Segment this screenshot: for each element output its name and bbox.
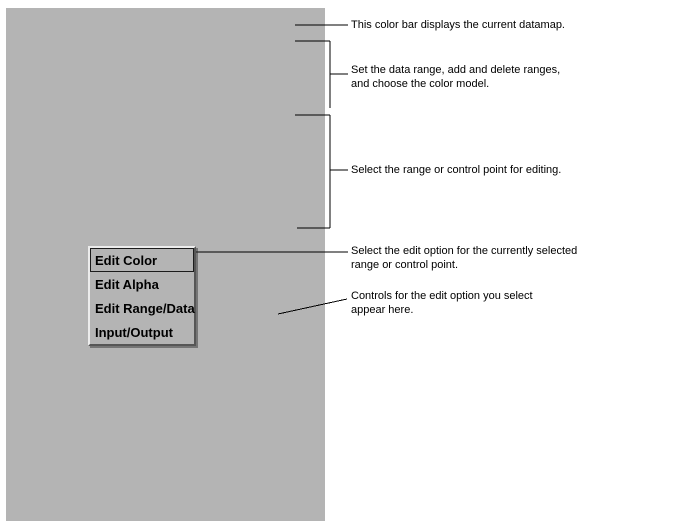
annotation-line: Select the range or control point for ed…	[351, 164, 562, 176]
menu-item-edit-color[interactable]: Edit Color	[90, 248, 194, 272]
annotation-select-range: Select the range or control point for ed…	[351, 163, 561, 177]
annotation-line: appear here.	[351, 304, 414, 316]
menu-item-label: Edit Color	[95, 252, 158, 268]
menu-item-label: Edit Alpha	[95, 276, 159, 292]
annotation-line: Set the data range, add and delete range…	[351, 64, 561, 76]
annotation-line: This color bar displays the current data…	[351, 19, 565, 31]
annotation-line: range or control point.	[351, 259, 459, 271]
annotation-controls-area: Controls for the edit option you select …	[351, 289, 533, 317]
menu-item-edit-alpha[interactable]: Edit Alpha	[90, 272, 194, 296]
edit-options-menu: Edit Color Edit Alpha Edit Range/Data In…	[88, 246, 196, 346]
menu-item-input-output[interactable]: Input/Output	[90, 320, 194, 344]
annotation-line: Controls for the edit option you select	[351, 290, 533, 302]
annotation-edit-option: Select the edit option for the currently…	[351, 244, 577, 272]
menu-item-label: Edit Range/Data	[95, 300, 195, 316]
annotation-data-range: Set the data range, add and delete range…	[351, 63, 560, 91]
menu-item-edit-range-data[interactable]: Edit Range/Data	[90, 296, 195, 320]
annotation-line: Select the edit option for the currently…	[351, 245, 578, 257]
annotation-colorbar: This color bar displays the current data…	[351, 18, 565, 32]
menu-item-label: Input/Output	[95, 324, 173, 340]
annotation-line: and choose the color model.	[351, 78, 490, 90]
